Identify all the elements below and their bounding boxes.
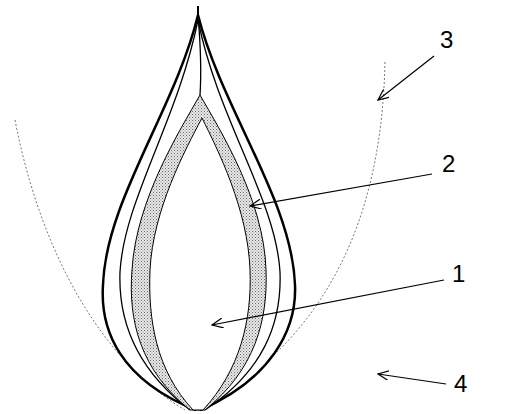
callout-number: 3 [440,28,453,52]
inner-zone [150,118,250,410]
leader-arrow [378,374,446,384]
leader-arrow [212,280,444,325]
zone-line [120,20,280,410]
shaded-zone [131,95,266,410]
callout-number: 2 [442,152,455,176]
flame-outline [103,15,295,410]
flame-tip [197,6,199,15]
leader-arrow [250,174,432,206]
callout-number: 4 [454,372,467,396]
callout-number: 1 [452,262,465,286]
leader-arrow [378,56,434,100]
